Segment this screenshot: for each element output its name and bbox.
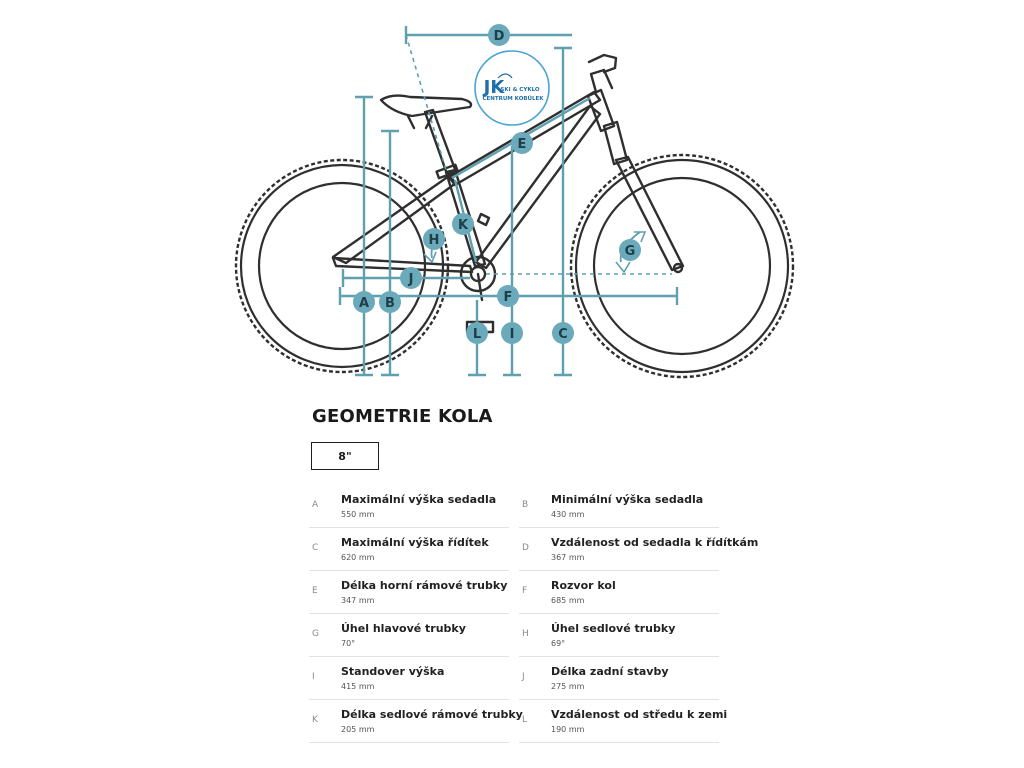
- svg-text:L: L: [473, 327, 481, 342]
- spec-value: 69°: [551, 639, 566, 648]
- marker-F: F: [497, 285, 519, 307]
- spec-letter: D: [522, 543, 529, 553]
- spec-label: Délka zadní stavby: [551, 665, 669, 678]
- spec-letter: H: [522, 629, 529, 639]
- spec-letter: C: [312, 543, 319, 553]
- spec-label: Rozvor kol: [551, 579, 616, 592]
- logo-line1: SKI & CYKLO: [500, 87, 539, 93]
- svg-text:C: C: [558, 327, 568, 342]
- spec-row-I: I Standover výška 415 mm: [309, 657, 509, 700]
- spec-value: 620 mm: [341, 553, 375, 562]
- svg-text:B: B: [385, 296, 395, 311]
- marker-G: G: [619, 239, 641, 261]
- spec-row-E: E Délka horní rámové trubky 347 mm: [309, 571, 509, 614]
- svg-text:K: K: [458, 218, 469, 233]
- spec-row-G: G Úhel hlavové trubky 70°: [309, 614, 509, 657]
- spec-value: 550 mm: [341, 510, 375, 519]
- marker-E: E: [511, 132, 533, 154]
- spec-label: Standover výška: [341, 665, 445, 678]
- spec-row-A: A Maximální výška sedadla 550 mm: [309, 485, 509, 528]
- spec-label: Maximální výška řídítek: [341, 536, 489, 549]
- bike-frame: [331, 53, 685, 334]
- marker-C: C: [552, 322, 574, 344]
- marker-D: D: [488, 24, 510, 46]
- spec-value: 347 mm: [341, 596, 375, 605]
- marker-A: A: [353, 291, 375, 313]
- spec-row-L: L Vzdálenost od středu k zemi 190 mm: [519, 700, 727, 743]
- spec-letter: E: [312, 586, 318, 596]
- spec-letter: G: [312, 629, 319, 639]
- spec-letter: J: [522, 672, 525, 682]
- svg-text:J: J: [408, 272, 414, 287]
- rear-wheel: [234, 158, 450, 374]
- spec-value: 430 mm: [551, 510, 585, 519]
- spec-label: Úhel sedlové trubky: [551, 622, 676, 635]
- svg-text:D: D: [494, 29, 505, 44]
- spec-value: 205 mm: [341, 725, 375, 734]
- shop-logo: JK SKI & CYKLO CENTRUM KOBÚLEK: [474, 50, 550, 126]
- spec-letter: F: [522, 586, 528, 596]
- svg-text:H: H: [429, 233, 440, 248]
- svg-text:F: F: [504, 290, 513, 305]
- spec-label: Délka horní rámové trubky: [341, 579, 508, 592]
- bike-geometry-diagram: D E K H G J F A B L I C: [234, 24, 795, 379]
- geometry-spec-table: A Maximální výška sedadla 550 mm B Minim…: [309, 485, 758, 745]
- marker-H: H: [423, 228, 445, 250]
- spec-label: Vzdálenost od středu k zemi: [551, 708, 728, 721]
- logo-line2: CENTRUM KOBÚLEK: [482, 95, 544, 102]
- marker-I: I: [501, 322, 523, 344]
- logo-monogram: JK: [482, 77, 506, 98]
- spec-letter: I: [312, 672, 315, 682]
- section-title: GEOMETRIE KOLA: [312, 406, 493, 427]
- spec-row-J: J Délka zadní stavby 275 mm: [519, 657, 719, 700]
- marker-J: J: [400, 267, 422, 289]
- svg-text:G: G: [625, 244, 636, 259]
- svg-text:E: E: [518, 137, 527, 152]
- size-tab-8[interactable]: 8": [311, 442, 379, 470]
- spec-letter: B: [522, 500, 529, 510]
- svg-text:A: A: [359, 296, 369, 311]
- spec-row-H: H Úhel sedlové trubky 69°: [519, 614, 719, 657]
- svg-text:I: I: [510, 327, 515, 342]
- spec-label: Maximální výška sedadla: [341, 493, 497, 506]
- spec-value: 415 mm: [341, 682, 375, 691]
- spec-row-B: B Minimální výška sedadla 430 mm: [519, 485, 719, 528]
- front-wheel: [569, 153, 795, 379]
- spec-label: Vzdálenost od sedadla k řídítkám: [551, 536, 759, 549]
- spec-value: 367 mm: [551, 553, 585, 562]
- spec-value: 275 mm: [551, 682, 585, 691]
- spec-label: Minimální výška sedadla: [551, 493, 704, 506]
- spec-row-C: C Maximální výška řídítek 620 mm: [309, 528, 509, 571]
- spec-letter: A: [312, 500, 319, 510]
- spec-row-F: F Rozvor kol 685 mm: [519, 571, 719, 614]
- spec-row-D: D Vzdálenost od sedadla k řídítkám 367 m…: [519, 528, 758, 571]
- spec-letter: L: [522, 715, 528, 725]
- spec-value: 70°: [341, 639, 356, 648]
- spec-value: 190 mm: [551, 725, 585, 734]
- marker-B: B: [379, 291, 401, 313]
- spec-row-K: K Délka sedlové rámové trubky 205 mm: [309, 700, 523, 743]
- marker-K: K: [452, 213, 474, 235]
- spec-label: Úhel hlavové trubky: [341, 622, 466, 635]
- marker-L: L: [466, 322, 488, 344]
- spec-letter: K: [312, 715, 318, 725]
- spec-label: Délka sedlové rámové trubky: [341, 708, 523, 721]
- spec-value: 685 mm: [551, 596, 585, 605]
